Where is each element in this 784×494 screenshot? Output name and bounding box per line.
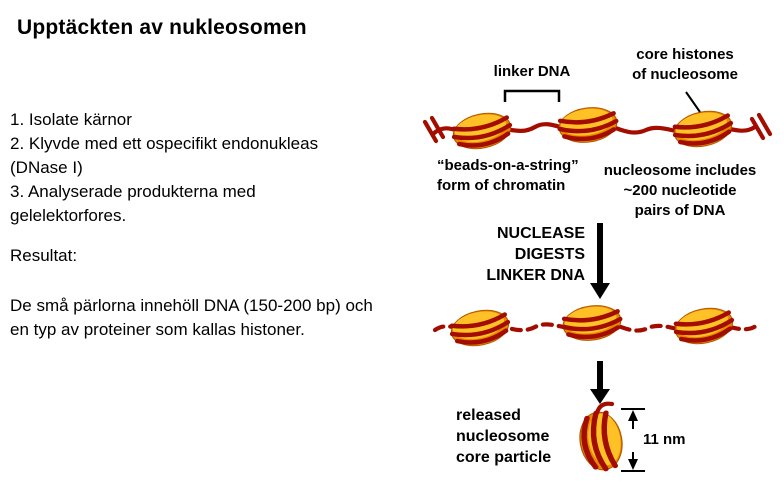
linker-bracket [503, 89, 561, 102]
label-line: nucleosome [456, 428, 550, 445]
step-item: 2. Klyvde med ett ospecifikt endonukleas… [10, 134, 319, 177]
strand-end-left [422, 115, 446, 144]
result-text: De små pärlorna innehöll DNA (150-200 bp… [10, 296, 373, 339]
nucleosome-bead [450, 108, 514, 153]
label-line: DIGESTS [514, 246, 585, 263]
beads-on-a-string-label: “beads-on-a-string” form of chromatin [437, 156, 579, 196]
size-measure [621, 408, 645, 472]
nucleosome-bead [561, 302, 623, 344]
down-arrow [590, 361, 610, 404]
nucleosome-bead [557, 104, 619, 146]
label-line: “beads-on-a-string” [437, 157, 579, 174]
strand-end-right [749, 112, 773, 141]
label-line: released [456, 407, 521, 424]
core-histones-pointer-line [685, 91, 701, 113]
label-line: nucleosome includes [603, 162, 757, 179]
core-histones-label: core histones of nucleosome [620, 45, 750, 85]
step-item: 3. Analyserade produkterna med gelelekto… [10, 182, 256, 225]
result-heading: Resultat: [10, 246, 78, 265]
size-label: 11 nm [643, 431, 686, 448]
nucleosome-bead [448, 305, 512, 350]
nuclease-digests-label: NUCLEASE DIGESTS LINKER DNA [455, 223, 585, 286]
dna-tail [594, 401, 615, 416]
nucleosome-bead [672, 303, 736, 348]
released-nucleosome-bead [576, 409, 627, 473]
nucleosome-includes-label: nucleosome includes ~200 nucleotide pair… [586, 161, 774, 221]
nucleosome-bead [671, 106, 735, 151]
label-line: LINKER DNA [486, 267, 585, 284]
step-item: 1. Isolate kärnor [10, 110, 132, 129]
label-line: pairs of DNA [634, 202, 726, 219]
method-steps: 1. Isolate kärnor 2. Klyvde med ett ospe… [10, 108, 368, 228]
label-line: core histones [636, 46, 734, 63]
linker-dna-label: linker DNA [493, 63, 571, 80]
label-line: NUCLEASE [496, 225, 585, 242]
label-line: form of chromatin [437, 177, 566, 194]
released-core-particle-label: released nucleosome core particle [456, 405, 551, 468]
page-title: Upptäckten av nukleosomen [17, 16, 307, 39]
down-arrow [590, 223, 610, 299]
label-line: ~200 nucleotide [623, 182, 737, 199]
label-line: of nucleosome [632, 66, 738, 83]
label-line: core particle [456, 449, 552, 466]
